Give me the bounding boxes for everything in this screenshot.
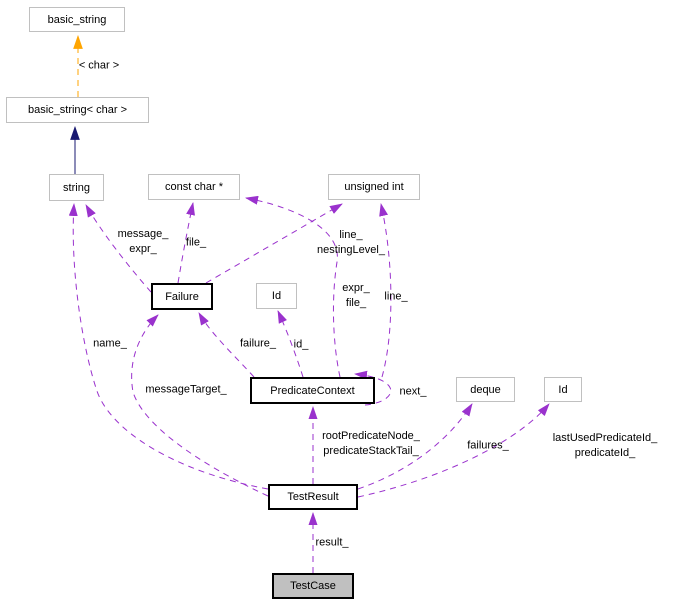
node-string: string [49, 174, 104, 201]
edge-label-last-used-predicate: lastUsedPredicateId_ predicateId_ [552, 432, 658, 459]
node-deque: deque [456, 377, 515, 402]
edge-name [68, 203, 269, 490]
edge-label-template-char: < char > [78, 59, 120, 72]
edge-next [354, 370, 392, 406]
edge-line-nestinglevel [205, 203, 343, 284]
edge-label-message-target: messageTarget_ [145, 383, 227, 396]
edge-expr-file [245, 195, 341, 378]
edge-label-result: result_ [315, 536, 349, 549]
edge-last-used-predicate [357, 403, 550, 498]
node-basic-string-char: basic_string< char > [6, 97, 149, 123]
edge-message-expr [85, 204, 152, 293]
node-test-result[interactable]: TestResult [268, 484, 358, 510]
node-failure[interactable]: Failure [151, 283, 213, 310]
node-id-2: Id [544, 377, 582, 402]
node-unsigned-int: unsigned int [328, 174, 420, 200]
edge-label-failure: failure_ [239, 337, 277, 350]
edge-label-expr-file: expr_ file_ [342, 282, 370, 309]
edge-label-file: file_ [185, 236, 207, 249]
node-predicate-context[interactable]: PredicateContext [250, 377, 375, 404]
edge-failures [357, 403, 473, 490]
edge-label-next: next_ [399, 385, 427, 398]
edge-label-root-predicate-node: rootPredicateNode_ predicateStackTail_ [322, 430, 420, 457]
edge-message-target [131, 314, 269, 497]
edge-id [277, 310, 304, 378]
edge-label-name: name_ [93, 337, 127, 350]
node-const-char-ptr: const char * [148, 174, 240, 200]
edge-label-line: line_ [384, 290, 408, 303]
node-basic-string: basic_string [29, 7, 125, 32]
edge-label-message-expr: message_ expr_ [117, 228, 169, 255]
edge-label-line-nestinglevel: line_ nestingLevel_ [317, 229, 385, 256]
edge-label-id: id_ [293, 338, 309, 351]
edge-label-failures: failures_ [467, 439, 509, 452]
node-test-case: TestCase [272, 573, 354, 599]
node-id-1: Id [256, 283, 297, 309]
